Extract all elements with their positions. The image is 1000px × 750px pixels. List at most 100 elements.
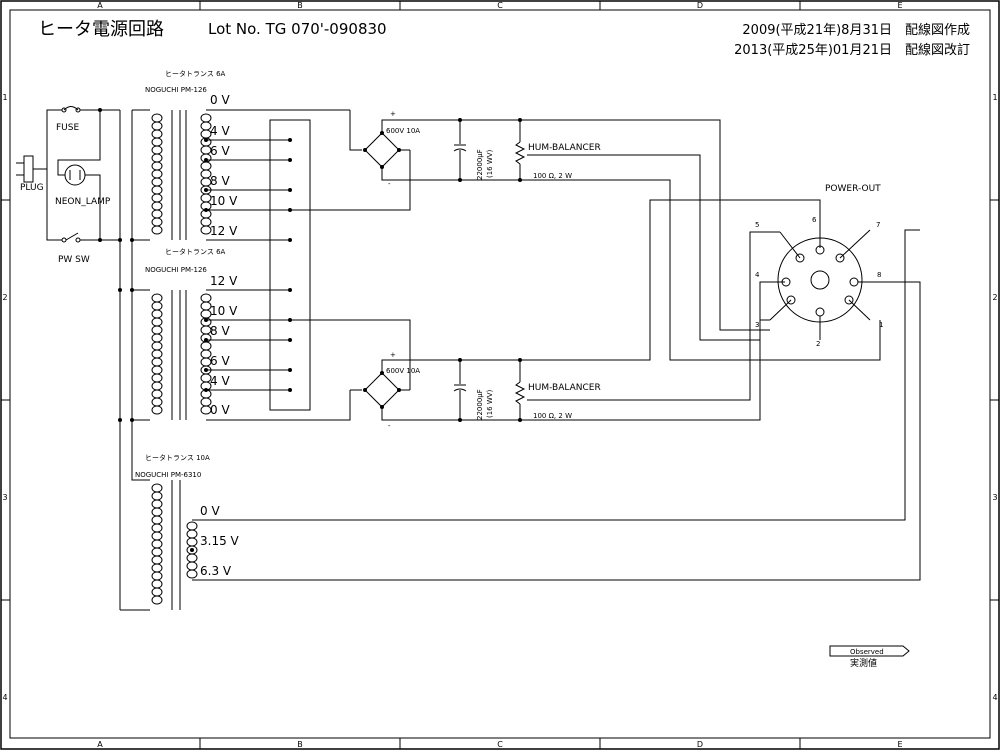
col-label-d-bottom: D [697, 740, 703, 749]
power-out-title: POWER-OUT [825, 184, 881, 194]
tap-selector-board [269, 119, 311, 411]
cap2-voltage: (16 WV) [486, 389, 494, 418]
row-label-3-right: 3 [992, 493, 997, 502]
t3-lead-pin7 [192, 229, 920, 521]
socket-pin-4 [781, 277, 791, 287]
row-label-3: 3 [2, 493, 7, 502]
frame-row-labels: 1 2 3 4 1 2 3 4 [2, 93, 997, 702]
transformer-2: ヒータトランス 6A NOGUCHI PM-126 12 V 10 V 8 V … [132, 247, 411, 421]
pin-label-7: 7 [876, 221, 880, 229]
transformer-3: ヒータトランス 10A NOGUCHI PM-6310 0 V 3.15 V 6… [135, 229, 921, 610]
rect2-rating: 600V 10A [386, 367, 420, 375]
col-label-a-bottom: A [97, 740, 103, 749]
hum-balancer-2-icon [514, 381, 526, 405]
bridge-rectifier-2-icon [364, 372, 400, 408]
socket-pin-7 [835, 253, 845, 263]
socket-pin-1 [844, 295, 854, 305]
created-date: 2009(平成21年)8月31日 配線図作成 [742, 22, 970, 38]
socket-pin-5 [795, 253, 805, 263]
t2-tap-8v: 8 V [210, 324, 230, 338]
t1-tap-0v: 0 V [210, 93, 230, 107]
row-label-4: 4 [2, 693, 7, 702]
fuse-label: FUSE [56, 123, 79, 133]
observed-legend: Observed 実測値 [829, 645, 910, 669]
transformer-3-secondary-coil [186, 521, 198, 579]
rectifier-2: + - 600V 10A 22000μF (16 WV) HUM-BALANCE… [350, 199, 821, 430]
t1-tap-8v: 8 V [210, 174, 230, 188]
transformer-2-primary-coil [151, 293, 163, 415]
bridge-rectifier-1-icon [364, 132, 400, 168]
row-label-1: 1 [2, 93, 7, 102]
col-label-e-bottom: E [897, 740, 902, 749]
t2-tap-12v: 12 V [210, 274, 238, 288]
plug-icon [23, 155, 34, 183]
t1-tap-6v: 6 V [210, 144, 230, 158]
t3-tap-6-3v: 6.3 V [200, 564, 232, 578]
neon-lamp-icon [64, 164, 86, 186]
col-label-c: C [497, 1, 503, 10]
power-switch-icon [65, 232, 79, 241]
balancer2-label: HUM-BALANCER [528, 383, 601, 393]
transformer-1-primary-coil [151, 113, 163, 235]
row-label-2: 2 [2, 293, 7, 302]
col-label-c-bottom: C [497, 740, 503, 749]
t2-tap-0v: 0 V [210, 403, 230, 417]
power-switch-label: PW SW [58, 255, 90, 265]
observed-tag [829, 645, 910, 657]
frame-col-labels-bottom: A B C D E [97, 740, 902, 749]
resistor1-label: 100 Ω, 2 W [533, 172, 572, 180]
pin-label-6: 6 [812, 216, 817, 224]
transformer-2-rating: ヒータトランス 6A [165, 247, 226, 256]
hum-balancer-1-icon [514, 141, 526, 165]
t2-tap-4v: 4 V [210, 374, 230, 388]
frame-col-labels-top: A B C D E [97, 1, 902, 10]
t2-tap-10v: 10 V [210, 304, 238, 318]
power-out-socket: POWER-OUT 1 2 3 4 5 6 7 8 [755, 184, 883, 348]
socket-pin-2 [815, 307, 825, 317]
rect2-plus: + [390, 351, 396, 359]
resistor2-label: 100 Ω, 2 W [533, 412, 572, 420]
rect1-minus: - [388, 180, 391, 188]
transformer-2-model: NOGUCHI PM-126 [145, 266, 207, 274]
t1-tap-4v: 4 V [210, 124, 230, 138]
socket-pin-3 [786, 295, 796, 305]
t3-tap-3-15v: 3.15 V [200, 534, 240, 548]
measured-label: 実測値 [850, 657, 877, 669]
t3-lead-pin8 [192, 281, 921, 581]
transformer-3-primary-coil [151, 483, 163, 605]
socket-key [810, 270, 830, 290]
rect1-plus: + [390, 110, 396, 118]
cap1-value: 22000μF [476, 149, 484, 180]
transformer-3-rating: ヒータトランス 10A [145, 453, 210, 462]
revised-date: 2013(平成25年)01月21日 配線図改訂 [734, 42, 970, 58]
neon-lamp-label: NEON_LAMP [55, 197, 111, 207]
pin-label-8: 8 [877, 271, 881, 279]
inner-border [9, 9, 991, 739]
lot-number: Lot No. TG 070'-090830 [208, 20, 387, 38]
col-label-e: E [897, 1, 902, 10]
octal-socket-icon [777, 237, 863, 323]
socket-pin-6 [815, 245, 825, 255]
socket-pin-8 [849, 277, 859, 287]
fuse-icon [63, 106, 79, 111]
cap2-value: 22000μF [476, 389, 484, 420]
transformer-1-model: NOGUCHI PM-126 [145, 86, 207, 94]
observed-label: Observed [850, 648, 884, 656]
pin-label-2: 2 [816, 340, 820, 348]
col-label-b: B [297, 1, 303, 10]
pin-label-3: 3 [755, 321, 759, 329]
cap1-voltage: (16 WV) [486, 149, 494, 178]
plug-label: PLUG [20, 183, 44, 193]
pin-label-4: 4 [755, 271, 760, 279]
row-label-2-right: 2 [992, 293, 997, 302]
page-title: ヒータ電源回路 [38, 19, 164, 40]
pin-label-1: 1 [879, 321, 883, 329]
t1-tap-12v: 12 V [210, 224, 238, 238]
col-label-a: A [97, 1, 103, 10]
transformer-1-rating: ヒータトランス 6A [165, 69, 226, 78]
balancer1-label: HUM-BALANCER [528, 143, 601, 153]
col-label-b-bottom: B [297, 740, 303, 749]
